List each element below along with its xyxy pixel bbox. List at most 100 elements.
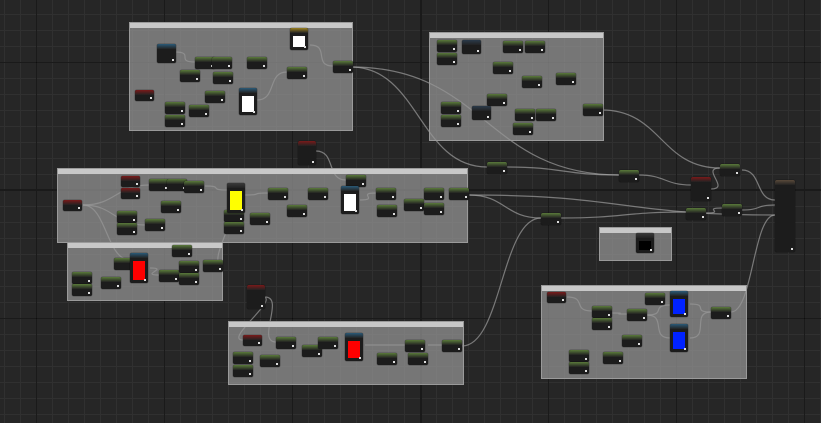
output-pin[interactable] <box>349 69 351 71</box>
scalar-node[interactable] <box>686 208 706 220</box>
output-pin[interactable] <box>88 280 90 282</box>
scalar-node[interactable] <box>172 245 192 257</box>
output-pin[interactable] <box>529 131 531 133</box>
output-pin[interactable] <box>312 161 314 163</box>
scalar-node[interactable] <box>287 67 307 79</box>
output-pin[interactable] <box>457 123 459 125</box>
texture-node[interactable] <box>247 285 265 309</box>
wire[interactable] <box>350 66 488 168</box>
scalar-node[interactable] <box>569 362 589 374</box>
scalar-node[interactable] <box>260 355 280 367</box>
output-pin[interactable] <box>736 172 738 174</box>
output-pin[interactable] <box>707 197 709 199</box>
output-pin[interactable] <box>359 357 361 359</box>
wire[interactable] <box>506 166 620 176</box>
scalar-node[interactable] <box>541 213 561 225</box>
texture-node[interactable] <box>227 183 245 213</box>
scalar-node[interactable] <box>487 94 507 106</box>
output-pin[interactable] <box>702 216 704 218</box>
output-pin[interactable] <box>457 110 459 112</box>
scalar-node[interactable] <box>165 115 185 127</box>
scalar-node[interactable] <box>233 352 253 364</box>
scalar-node[interactable] <box>424 203 444 215</box>
output-pin[interactable] <box>538 84 540 86</box>
scalar-node[interactable] <box>441 115 461 127</box>
scalar-node[interactable] <box>583 104 603 116</box>
scalar-node[interactable] <box>189 105 209 117</box>
texture-node[interactable] <box>290 28 308 50</box>
output-pin[interactable] <box>303 213 305 215</box>
output-pin[interactable] <box>608 314 610 316</box>
output-pin[interactable] <box>261 305 263 307</box>
output-pin[interactable] <box>324 196 326 198</box>
scalar-node[interactable] <box>603 352 623 364</box>
output-pin[interactable] <box>253 111 255 113</box>
output-pin[interactable] <box>304 46 306 48</box>
scalar-node[interactable] <box>493 62 513 74</box>
output-pin[interactable] <box>531 117 533 119</box>
output-pin[interactable] <box>136 195 138 197</box>
scalar-node[interactable] <box>619 170 639 182</box>
output-pin[interactable] <box>355 210 357 212</box>
scalar-node[interactable] <box>180 70 200 82</box>
output-pin[interactable] <box>133 219 135 221</box>
output-pin[interactable] <box>188 253 190 255</box>
scalar-node[interactable] <box>404 199 424 211</box>
output-pin[interactable] <box>177 209 179 211</box>
output-pin[interactable] <box>258 342 260 344</box>
scalar-node[interactable] <box>159 270 179 282</box>
output-pin[interactable] <box>487 116 489 118</box>
comment-title-bar[interactable] <box>58 169 467 174</box>
vector-param-node[interactable] <box>547 292 566 303</box>
scalar-node[interactable] <box>442 340 462 352</box>
output-pin[interactable] <box>638 343 640 345</box>
scalar-node[interactable] <box>720 164 740 176</box>
scalar-node[interactable] <box>722 204 742 216</box>
output-pin[interactable] <box>503 102 505 104</box>
scalar-node[interactable] <box>184 181 204 193</box>
output-pin[interactable] <box>263 65 265 67</box>
texture-node[interactable] <box>670 291 688 317</box>
comment-title-bar[interactable] <box>229 322 463 327</box>
output-pin[interactable] <box>249 360 251 362</box>
scalar-node[interactable] <box>333 61 353 73</box>
texture-node[interactable] <box>670 324 688 352</box>
scalar-node[interactable] <box>522 76 542 88</box>
output-pin[interactable] <box>424 361 426 363</box>
scalar-node[interactable] <box>117 223 137 235</box>
output-pin[interactable] <box>161 227 163 229</box>
scalar-node[interactable] <box>592 318 612 330</box>
wire[interactable] <box>705 207 723 214</box>
scalar-node[interactable] <box>161 201 181 213</box>
scalar-node[interactable] <box>449 188 469 200</box>
output-pin[interactable] <box>599 112 601 114</box>
output-pin[interactable] <box>458 348 460 350</box>
output-pin[interactable] <box>684 313 686 315</box>
texture-node[interactable] <box>341 186 359 214</box>
output-pin[interactable] <box>175 278 177 280</box>
output-pin[interactable] <box>552 117 554 119</box>
output-pin[interactable] <box>196 78 198 80</box>
wire[interactable] <box>601 109 721 169</box>
scalar-node[interactable] <box>250 213 270 225</box>
scalar-node[interactable] <box>276 337 296 349</box>
wire[interactable] <box>560 211 687 219</box>
output-pin[interactable] <box>393 361 395 363</box>
output-pin[interactable] <box>661 301 663 303</box>
output-pin[interactable] <box>643 317 645 319</box>
scalar-node[interactable] <box>101 277 121 289</box>
output-pin[interactable] <box>241 209 243 211</box>
output-pin[interactable] <box>266 221 268 223</box>
texture-node[interactable] <box>636 233 654 253</box>
scalar-node[interactable] <box>145 219 165 231</box>
output-pin[interactable] <box>200 189 202 191</box>
scalar-node[interactable] <box>408 353 428 365</box>
scalar-node[interactable] <box>503 41 523 53</box>
output-pin[interactable] <box>362 183 364 185</box>
scalar-node[interactable] <box>377 205 397 217</box>
vector-param-node[interactable] <box>63 200 82 211</box>
scalar-node[interactable] <box>247 57 267 69</box>
output-pin[interactable] <box>453 48 455 50</box>
scalar-node[interactable] <box>224 222 244 234</box>
